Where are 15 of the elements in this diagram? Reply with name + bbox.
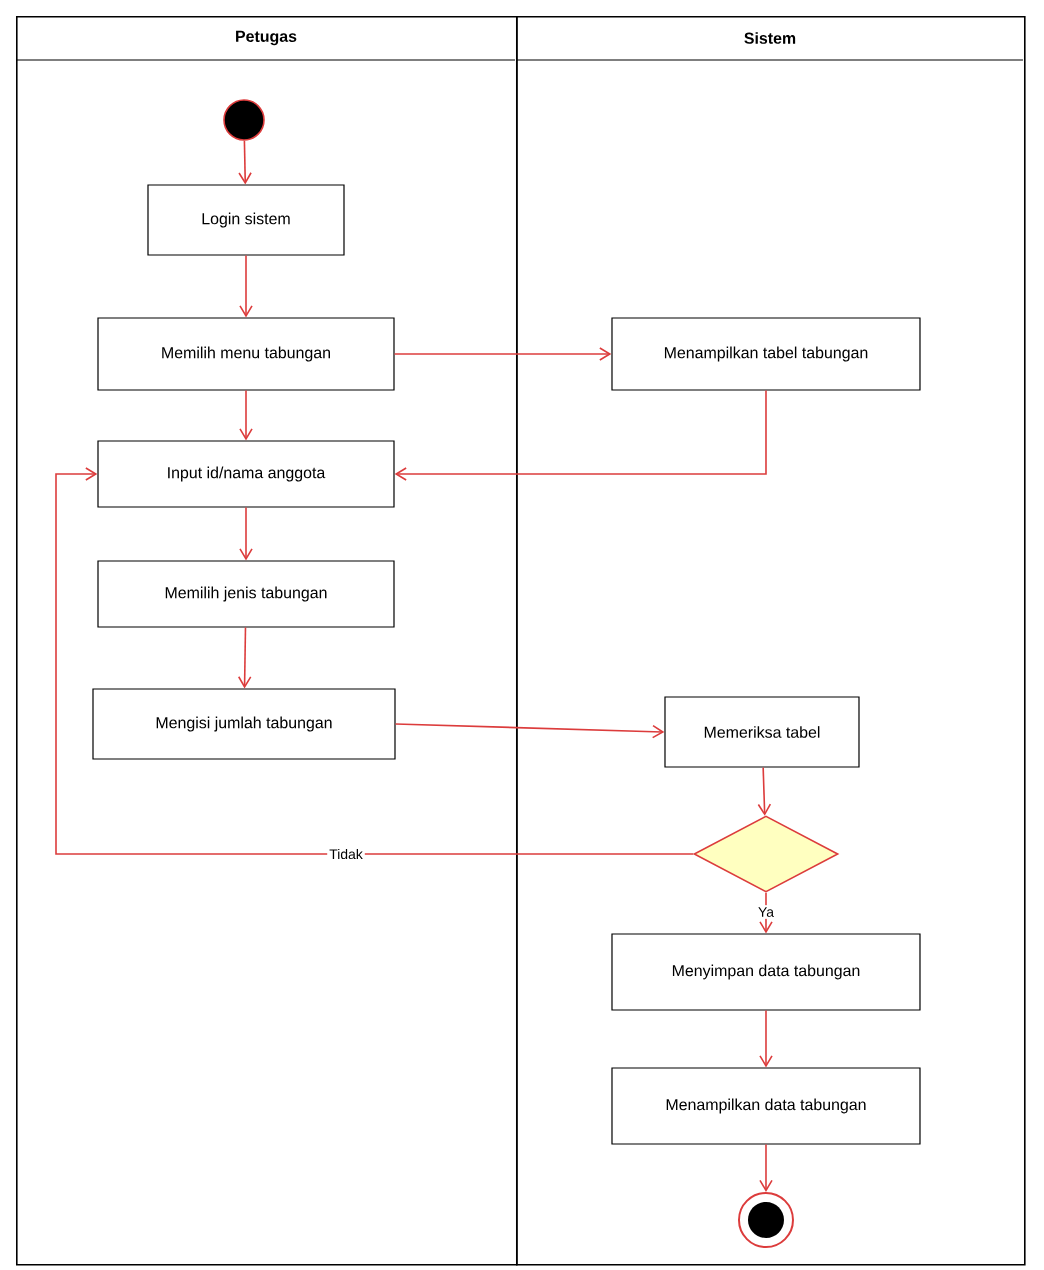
arrow [759,1143,773,1192]
arrow [394,389,767,481]
arrow [759,1009,773,1068]
end-circle [738,1192,794,1248]
arrow [239,389,253,441]
arrow [237,626,252,689]
arrow [238,140,252,185]
arrow [239,254,253,318]
arrow [394,723,665,739]
start-circle [223,99,265,141]
arrow [239,506,253,561]
arrow [393,347,612,361]
arrow [55,467,694,855]
arrow [759,892,773,934]
arrow [757,766,772,816]
